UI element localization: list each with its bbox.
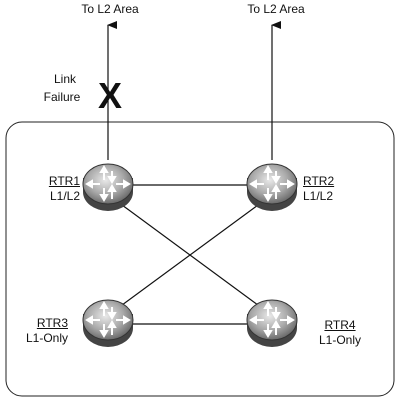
uplink-label-rtr2: To L2 Area bbox=[247, 2, 305, 16]
router-role-rtr2: L1/L2 bbox=[303, 189, 334, 203]
router-icon-rtr4 bbox=[246, 299, 298, 348]
link-failure-label-line1: Link bbox=[53, 72, 76, 86]
router-name-rtr1: RTR1 bbox=[48, 174, 80, 188]
router-icon-rtr1 bbox=[82, 163, 134, 212]
router-icon-rtr3 bbox=[82, 299, 134, 348]
uplink-label-rtr1: To L2 Area bbox=[81, 2, 139, 16]
router-name-rtr3: RTR3 bbox=[36, 316, 68, 330]
link-failure-label-line2: Failure bbox=[43, 90, 81, 104]
router-name-rtr4: RTR4 bbox=[324, 318, 356, 332]
link-rtr1-rtr4 bbox=[121, 204, 263, 309]
router-icon-rtr2 bbox=[246, 163, 298, 212]
router-name-rtr2: RTR2 bbox=[303, 174, 335, 188]
link-rtr2-rtr3 bbox=[117, 204, 259, 309]
router-role-rtr4: L1-Only bbox=[318, 333, 362, 347]
router-role-rtr3: L1-Only bbox=[25, 331, 68, 345]
l1-area-boundary bbox=[5, 121, 395, 397]
router-role-rtr1: L1/L2 bbox=[49, 189, 80, 203]
link-failure-x-mark: X bbox=[98, 75, 122, 116]
